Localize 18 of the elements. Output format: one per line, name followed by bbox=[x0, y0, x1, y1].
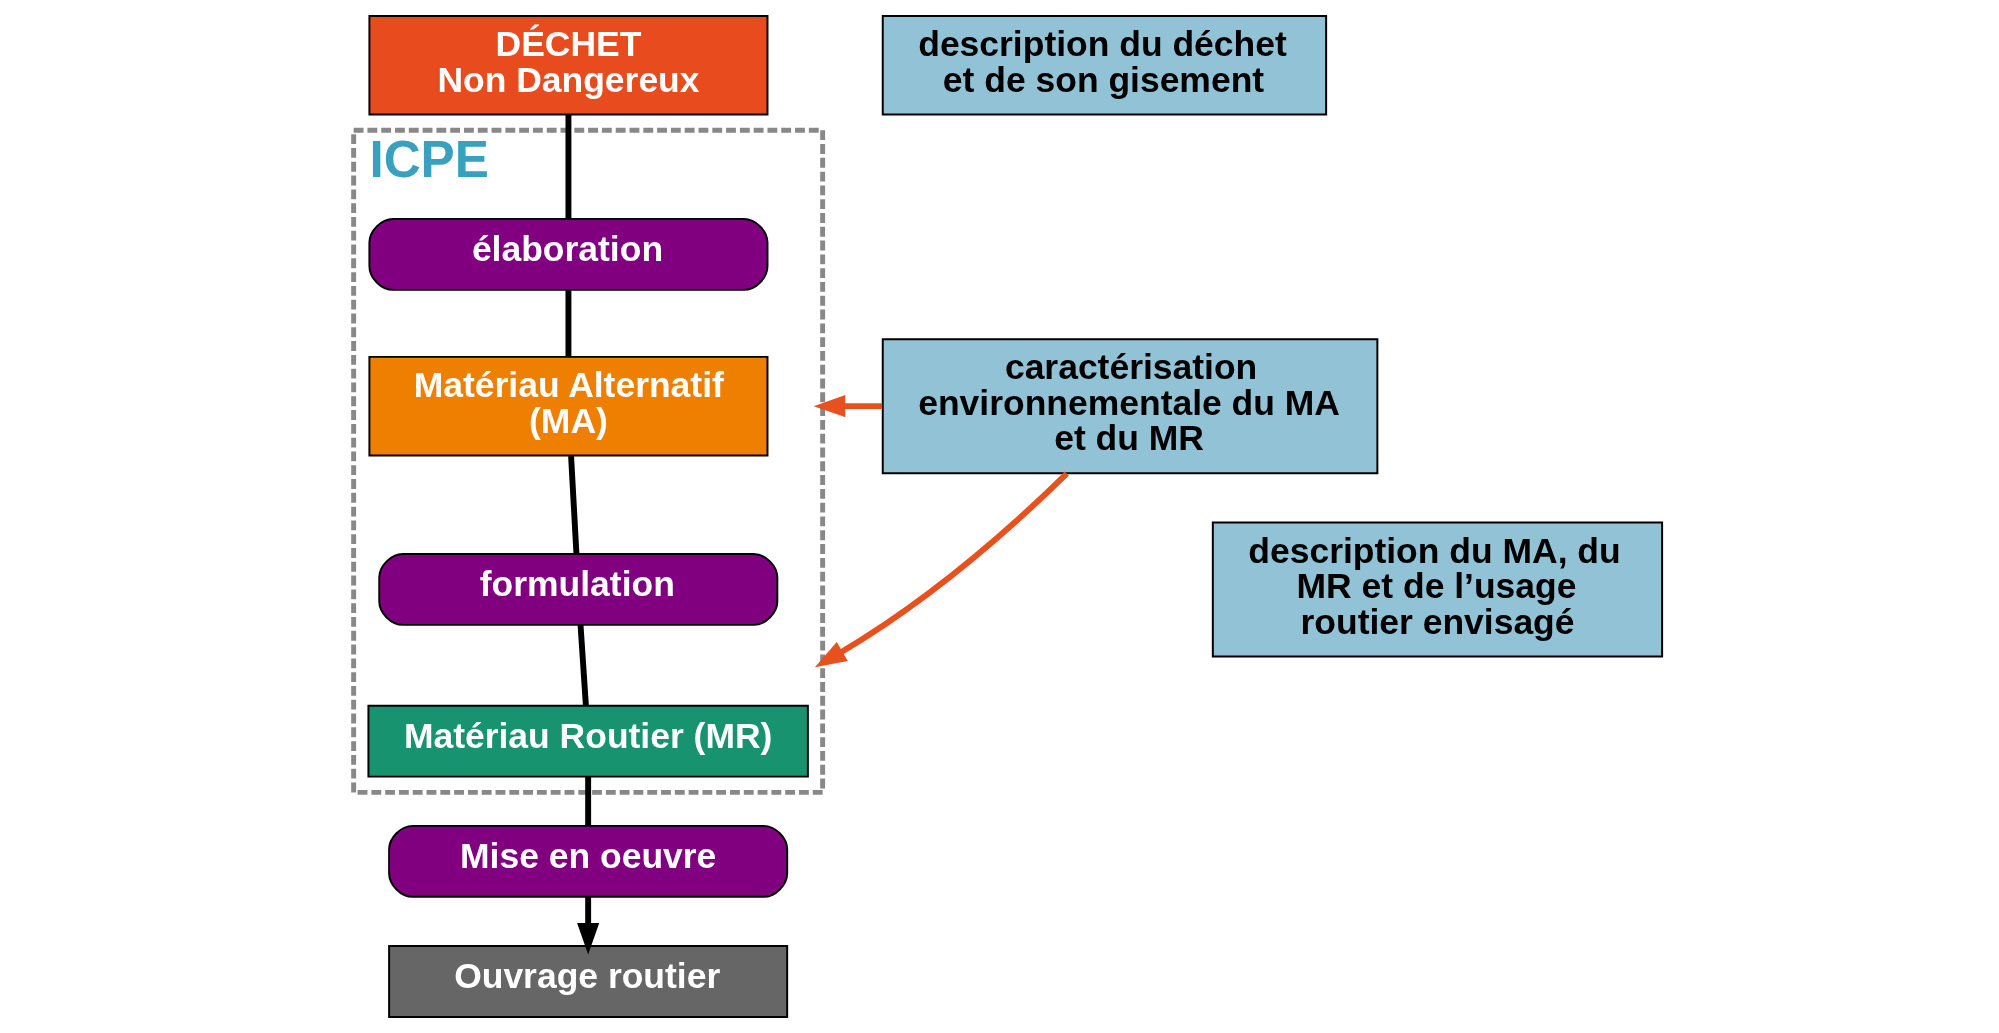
node-box: Ouvrage routier bbox=[387, 945, 788, 1018]
arrow bbox=[814, 471, 1069, 668]
node-box: description du déchet et de son gisement bbox=[881, 15, 1327, 116]
node-box: DÉCHET Non Dangereux bbox=[367, 15, 768, 116]
connector bbox=[567, 456, 579, 554]
arrow bbox=[576, 896, 599, 955]
arrow bbox=[813, 395, 882, 418]
node-box: description du MA, du MR et de l’usage routier envisagé bbox=[1211, 521, 1663, 658]
node-box: Matériau Routier (MR) bbox=[366, 704, 809, 778]
connector bbox=[565, 289, 571, 357]
node-box: Matériau Alternatif (MA) bbox=[367, 355, 768, 457]
node-box: caractérisation environnementale du MA et du MR bbox=[881, 338, 1378, 475]
connector bbox=[584, 776, 591, 826]
node-box: Mise en oeuvre bbox=[387, 824, 788, 898]
connector bbox=[577, 624, 589, 706]
connector bbox=[565, 114, 571, 219]
node-box: élaboration bbox=[367, 217, 768, 291]
node-box: formulation bbox=[377, 552, 778, 626]
